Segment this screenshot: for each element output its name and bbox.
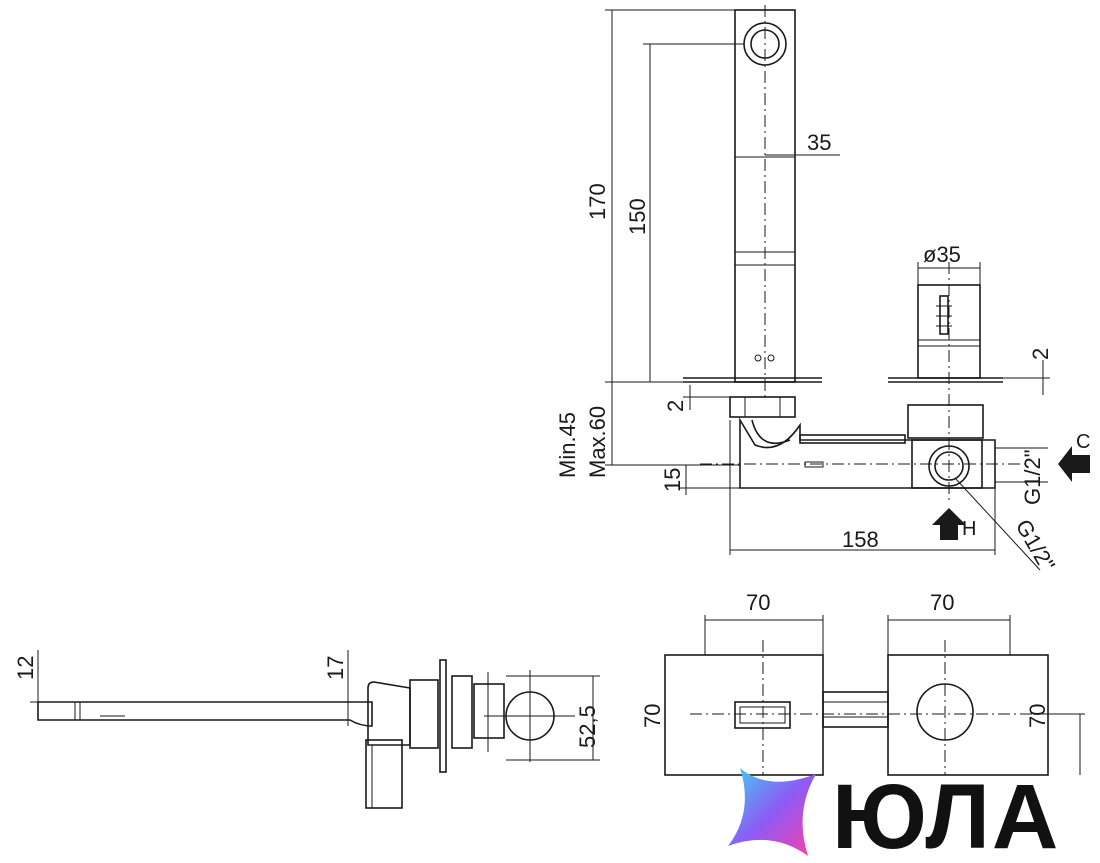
hot-label: H [962,518,976,540]
side-view [37,659,575,809]
min45-label: Min.45 [555,412,580,478]
dim-70-side-left-label: 70 [640,704,665,728]
dim-170-label: 170 [585,183,610,220]
dim-70-side-right-label: 70 [1025,704,1050,728]
dim-150: 150 [625,43,744,382]
max60-label: Max.60 [585,406,610,478]
front-view [664,615,1070,776]
cold-inlet: C G1/2" [995,431,1090,505]
thread-right-label: G1/2" [1020,449,1045,505]
dim-17: 17 [323,650,372,726]
dim-70-top-right-label: 70 [930,590,954,615]
thread-bottom-label: G1/2" [1011,515,1060,576]
dim-15: 15 [660,465,740,495]
yula-logo: ЮЛА [728,766,1060,863]
dim-52-5-label: 52,5 [575,705,600,748]
dim-dia35-label: ø35 [923,242,961,267]
cold-arrow-icon [1058,446,1090,482]
dim-170: 170 [585,9,735,383]
yula-star-icon [728,768,816,856]
dim-17-label: 17 [323,656,348,680]
dim-158-label: 158 [842,527,879,552]
dim-2-right: 2 [1003,348,1053,395]
dim-2-left-label: 2 [663,400,688,412]
dim-70-top-left-label: 70 [746,590,770,615]
dim-35-label: 35 [807,130,831,155]
dim-2-right-label: 2 [1028,348,1053,360]
dim-15-label: 15 [660,468,685,492]
dim-52-5: 52,5 [506,675,600,761]
dim-dia35: ø35 [917,242,981,285]
hot-arrow-icon [932,508,966,540]
dim-12: 12 [13,650,60,703]
concealed-body [700,396,1030,489]
dim-150-label: 150 [625,198,650,235]
cold-label: C [1076,431,1090,453]
dim-12-label: 12 [13,656,38,680]
handle-side-view [917,262,981,500]
spout-side-view [734,5,796,400]
dim-35: 35 [765,130,840,156]
yula-logo-text: ЮЛА [832,766,1060,863]
dim-2-left: 2 [663,385,735,412]
dim-min-max: Min.45 Max.60 [555,382,740,478]
